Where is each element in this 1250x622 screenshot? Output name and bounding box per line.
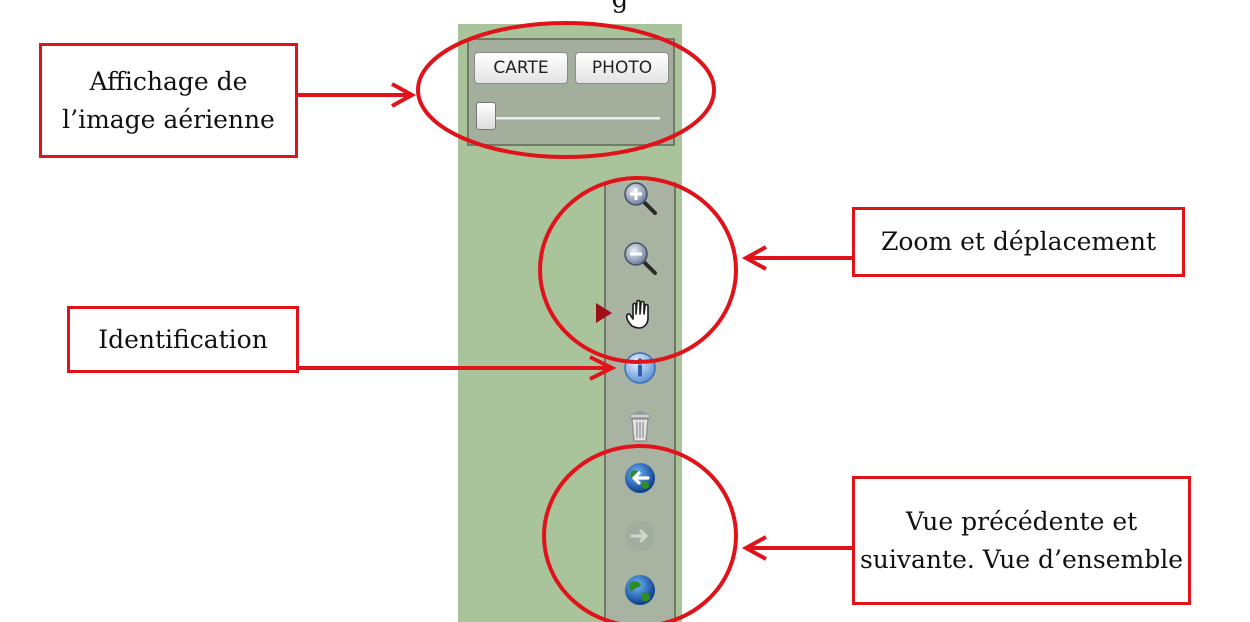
globe-full-extent-icon: [625, 575, 655, 605]
opacity-slider-thumb[interactable]: [476, 102, 496, 130]
views-annotation-line1: Vue précédente et: [905, 506, 1138, 536]
clear-button[interactable]: [622, 408, 658, 444]
zoom-in-button[interactable]: [622, 180, 658, 216]
info-icon: [624, 352, 656, 384]
next-view-button[interactable]: [622, 518, 658, 554]
trash-icon: [629, 411, 651, 442]
globe-forward-icon: [625, 521, 655, 551]
opacity-slider-track[interactable]: [494, 117, 660, 120]
carte-button[interactable]: CARTE: [474, 52, 568, 84]
aerial-annotation-box: Affichage de l’image aérienne: [39, 43, 298, 158]
pan-button[interactable]: [622, 296, 658, 332]
aerial-annotation-line2: l’image aérienne: [62, 104, 275, 134]
full-extent-button[interactable]: [622, 572, 658, 608]
photo-button[interactable]: PHOTO: [575, 52, 669, 84]
identify-button[interactable]: [622, 350, 658, 386]
globe-back-icon: [625, 463, 655, 493]
identify-annotation-box: Identification: [67, 306, 299, 373]
identify-annotation-text: Identification: [98, 324, 268, 354]
cut-off-text: g: [520, 0, 720, 14]
aerial-annotation-line1: Affichage de: [89, 66, 248, 96]
zoom-in-icon: [624, 182, 657, 215]
views-annotation-box: Vue précédente et suivante. Vue d’ensemb…: [852, 476, 1191, 605]
zoom-annotation-text: Zoom et déplacement: [880, 227, 1157, 256]
zoom-out-icon: [624, 242, 657, 275]
zoom-out-button[interactable]: [622, 240, 658, 276]
pan-hand-icon: [625, 299, 649, 329]
views-annotation-line2: suivante. Vue d’ensemble: [859, 544, 1184, 574]
active-tool-marker-icon: [596, 303, 612, 323]
zoom-annotation-box: Zoom et déplacement: [852, 207, 1185, 277]
previous-view-button[interactable]: [622, 460, 658, 496]
